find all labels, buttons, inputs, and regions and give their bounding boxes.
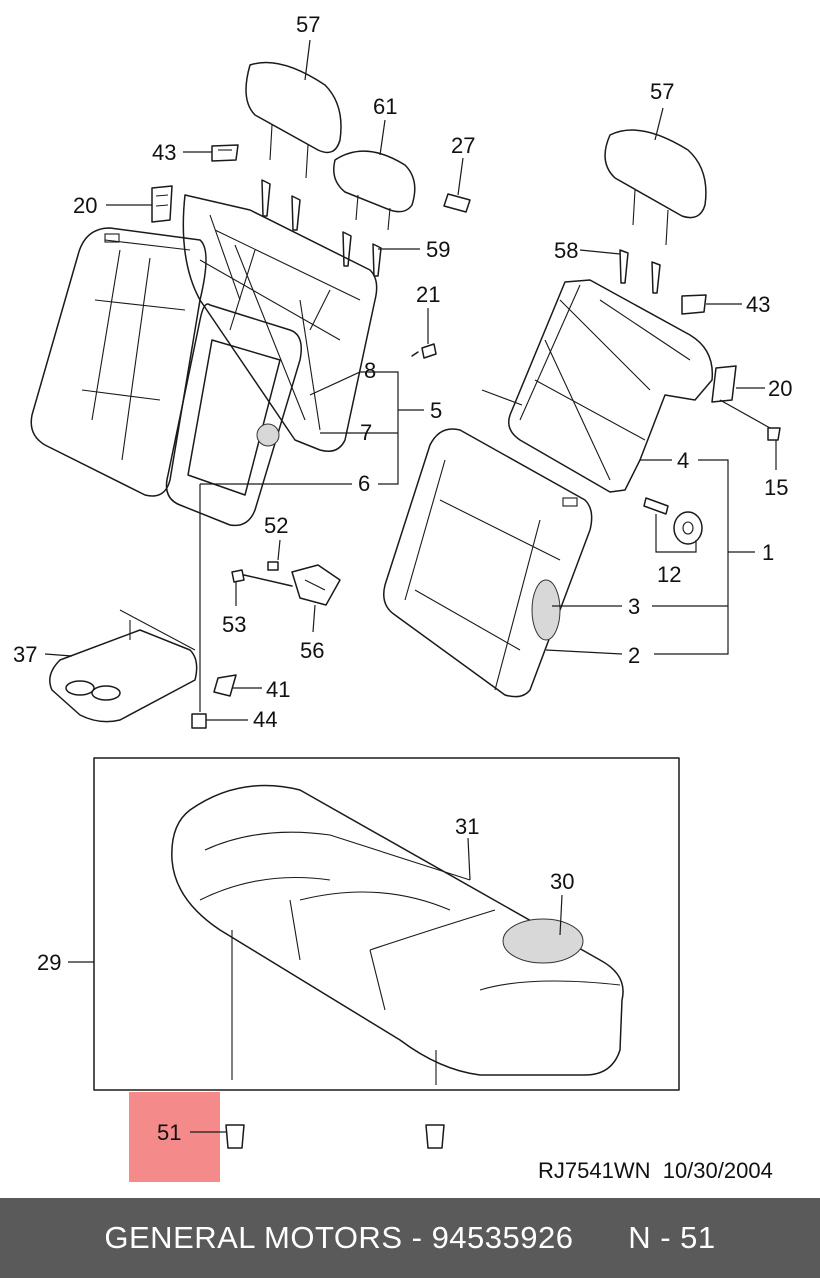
grommet-12 [643,497,703,545]
left-seatback-frame [182,194,378,452]
bolt-52 [267,561,279,571]
right-seatback-cover [383,428,593,698]
footer-part-number: 94535926 [431,1220,574,1255]
footer-bar: GENERAL MOTORS - 94535926 N - 51 [0,1198,820,1278]
callout-2: 2 [628,643,640,668]
callout-27: 27 [451,133,475,158]
exploded-parts-diagram: 57 61 27 43 20 59 21 8 5 7 6 57 58 43 20… [13,12,792,1182]
bolt-21 [411,343,437,359]
callout-29: 29 [37,950,61,975]
drawing-id: RJ7541WN 10/30/2004 [538,1158,773,1183]
callout-61: 61 [373,94,397,119]
callout-57-right: 57 [650,79,674,104]
callout-6: 6 [358,471,370,496]
callout-51: 51 [157,1120,181,1145]
callout-59: 59 [426,237,450,262]
guide-sleeves-left [261,179,382,277]
seat-cushion-29 [171,784,624,1085]
hinge-20-left [151,185,173,223]
callout-8: 8 [364,358,376,383]
callout-44: 44 [253,707,277,732]
callout-58: 58 [554,238,578,263]
footer-ref: N - 51 [628,1220,716,1255]
center-headrest [333,150,416,231]
bolt-15 [767,427,781,441]
callout-1: 1 [762,540,774,565]
callout-20-left: 20 [73,193,97,218]
right-seatback-frame [481,279,714,493]
guide-sleeves-right [619,249,661,294]
callout-12: 12 [657,562,681,587]
highlight-box [129,1092,220,1182]
footer-gap [574,1220,629,1256]
callout-4: 4 [677,448,689,473]
leader-lines [44,39,777,1133]
callout-5: 5 [430,398,442,423]
retainers-51 [225,1124,445,1149]
left-seatback-pad [165,303,302,527]
armrest-37 [49,609,198,723]
clip-41 [213,674,237,697]
callout-30: 30 [550,869,574,894]
callout-21: 21 [416,282,440,307]
clip-27 [443,193,471,213]
callout-31: 31 [455,814,479,839]
callout-labels: 57 61 27 43 20 59 21 8 5 7 6 57 58 43 20… [13,12,792,1145]
bolt-53 [231,569,293,587]
callout-7: 7 [360,420,372,445]
callout-37: 37 [13,642,37,667]
callout-56: 56 [300,638,324,663]
callout-20-right: 20 [768,376,792,401]
callout-43-left: 43 [152,140,176,165]
callout-57-left: 57 [296,12,320,37]
footer-brand: GENERAL MOTORS [104,1220,403,1255]
callout-52: 52 [264,513,288,538]
latch-56 [291,564,341,606]
callout-41: 41 [266,677,290,702]
footer-separator: - [402,1220,432,1255]
callout-53: 53 [222,612,246,637]
callout-3: 3 [628,594,640,619]
hinge-20-right [711,365,737,403]
callout-43-right: 43 [746,292,770,317]
left-seatback-cover [30,227,207,497]
right-headrest [604,129,707,246]
bracket-43-left [211,144,239,162]
left-headrest [245,61,342,179]
callout-15: 15 [764,475,788,500]
bracket-43-right [681,294,707,315]
nut-44 [191,713,207,729]
seat-cushion-box [93,757,680,1091]
